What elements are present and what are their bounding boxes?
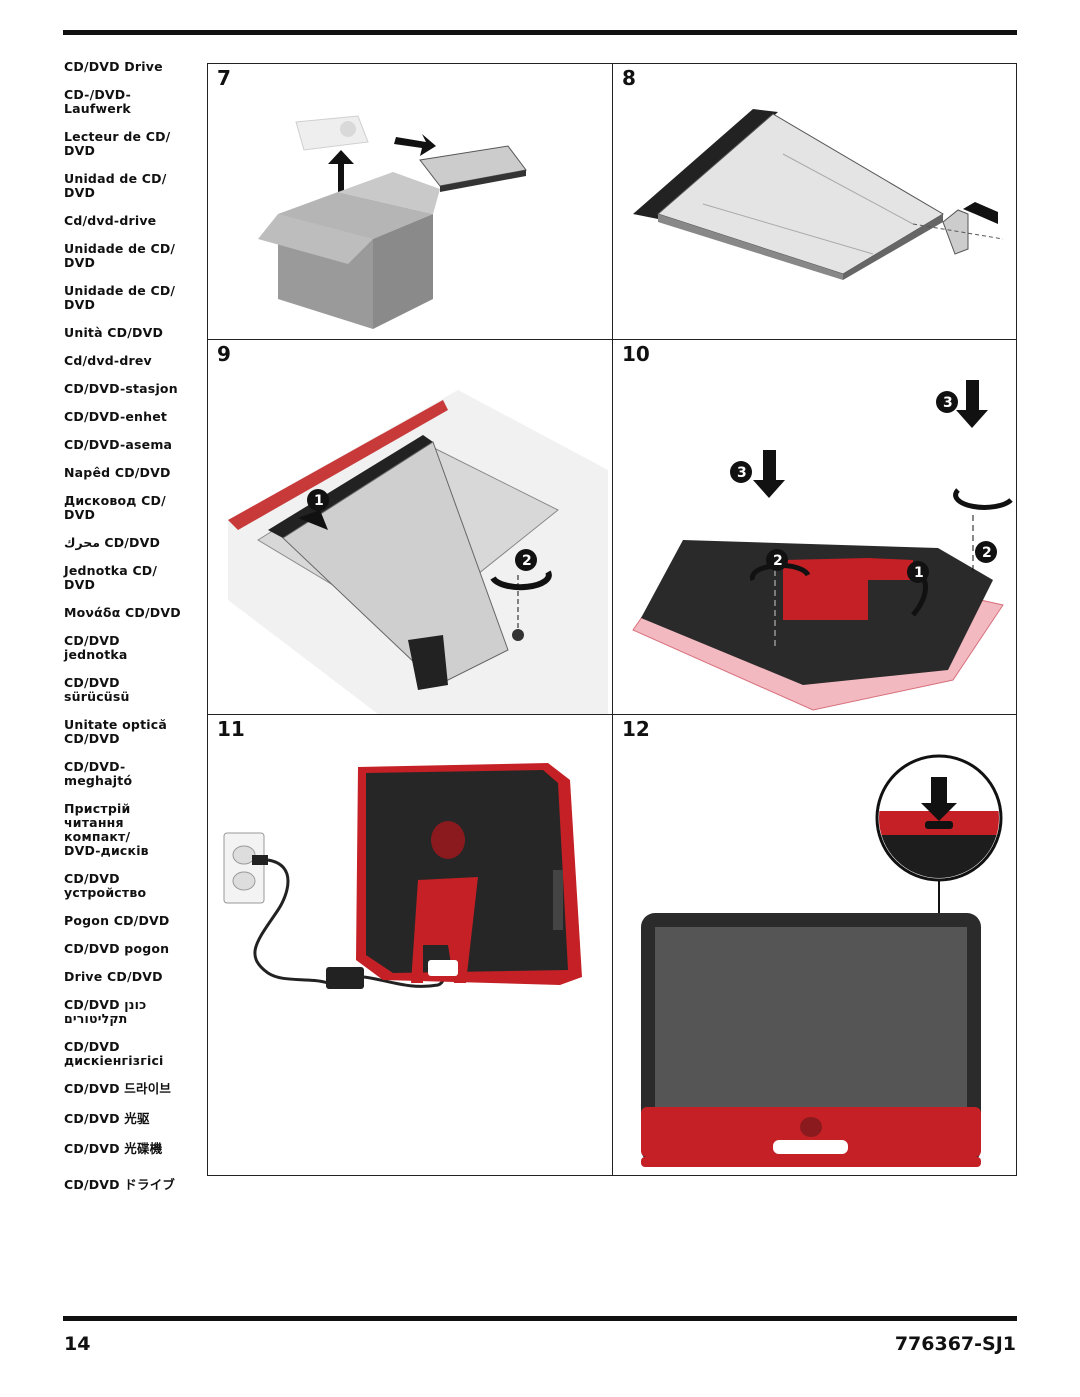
language-label: CD/DVD pogon <box>64 941 170 956</box>
language-label: Jednotka CD/ DVD <box>64 563 158 592</box>
power-button-illustration <box>641 754 1003 1167</box>
language-label: Cd/dvd-drive <box>64 213 157 228</box>
grid-divider <box>208 339 1016 340</box>
language-label: CD/DVD- meghajtó <box>64 759 133 788</box>
step-11-panel: 11 <box>208 715 612 1176</box>
callout-label: 1 <box>914 565 924 581</box>
step-12-panel: 12 <box>613 715 1017 1176</box>
language-label: CD/DVD sürücüsü <box>64 675 130 704</box>
unboxing-illustration <box>258 115 527 329</box>
language-label: Cd/dvd-drev <box>64 353 152 368</box>
step-number: 12 <box>622 717 650 741</box>
drive-insertion-illustration: 1 2 <box>228 390 608 714</box>
language-label: Μονάδα CD/DVD <box>64 605 181 620</box>
language-label: Unitate optică CD/DVD <box>64 717 167 746</box>
language-label: Пристрій читання компакт/ DVD-дисків <box>64 801 149 858</box>
callout-label: 1 <box>314 493 324 509</box>
language-label: Drive CD/DVD <box>64 969 163 984</box>
step-number: 7 <box>217 66 231 90</box>
language-label: Unidade de CD/ DVD <box>64 283 176 312</box>
language-label: CD/DVD jednotka <box>64 633 128 662</box>
language-label: محرك CD/DVD <box>64 535 161 550</box>
language-label: CD/DVD ドライブ <box>64 1177 176 1192</box>
step-9-panel: 1 2 9 <box>208 340 612 714</box>
language-label: Unità CD/DVD <box>64 325 164 340</box>
step-10-panel: 3 3 2 2 1 10 <box>613 340 1017 714</box>
drive-bracket-illustration <box>633 109 1004 280</box>
language-label: CD/DVD 光碟機 <box>64 1141 163 1156</box>
language-label: CD/DVD-enhet <box>64 409 168 424</box>
top-rule <box>63 30 1017 35</box>
part-number: 776367-SJ1 <box>894 1333 1016 1355</box>
step-number: 8 <box>622 66 636 90</box>
language-label: CD/DVD 드라이브 <box>64 1081 172 1096</box>
language-label: CD/DVD 光驱 <box>64 1111 150 1126</box>
language-label: Pogon CD/DVD <box>64 913 170 928</box>
step-number: 11 <box>217 717 245 741</box>
language-label: Дисковод CD/ DVD <box>64 493 166 522</box>
language-label-list: CD/DVD Drive CD-/DVD- Laufwerk Lecteur d… <box>64 60 199 1192</box>
grid-divider <box>208 714 1016 715</box>
language-label: Unidad de CD/ DVD <box>64 171 167 200</box>
language-label: Napêd CD/DVD <box>64 465 171 480</box>
step-7-panel: 7 <box>208 64 612 339</box>
language-label: CD/DVD дискіенгізгісі <box>64 1039 164 1068</box>
language-label: Lecteur de CD/ DVD <box>64 129 171 158</box>
callout-label: 2 <box>982 545 992 561</box>
language-label: CD/DVD устройство <box>64 871 147 900</box>
back-cover-illustration: 3 3 2 2 1 <box>632 380 1013 711</box>
callout-label: 3 <box>943 395 953 411</box>
language-label: CD/DVD-asema <box>64 437 173 452</box>
power-connection-illustration <box>223 763 582 989</box>
language-label: Unidade de CD/ DVD <box>64 241 176 270</box>
step-number: 10 <box>622 342 650 366</box>
step-number: 9 <box>217 342 231 366</box>
callout-label: 2 <box>522 553 532 569</box>
grid-divider <box>612 64 613 1175</box>
step-illustration-grid: 7 8 1 <box>207 63 1017 1176</box>
callout-label: 3 <box>737 465 747 481</box>
step-8-panel: 8 <box>613 64 1017 339</box>
page-number: 14 <box>64 1333 91 1355</box>
language-label: CD/DVD-stasjon <box>64 381 178 396</box>
language-label: CD-/DVD- Laufwerk <box>64 87 131 116</box>
language-label: CD/DVD Drive <box>64 59 163 74</box>
language-label: CD/DVD כונן תקליטורים <box>64 997 147 1026</box>
callout-label: 2 <box>773 553 783 569</box>
bottom-rule <box>63 1316 1017 1321</box>
